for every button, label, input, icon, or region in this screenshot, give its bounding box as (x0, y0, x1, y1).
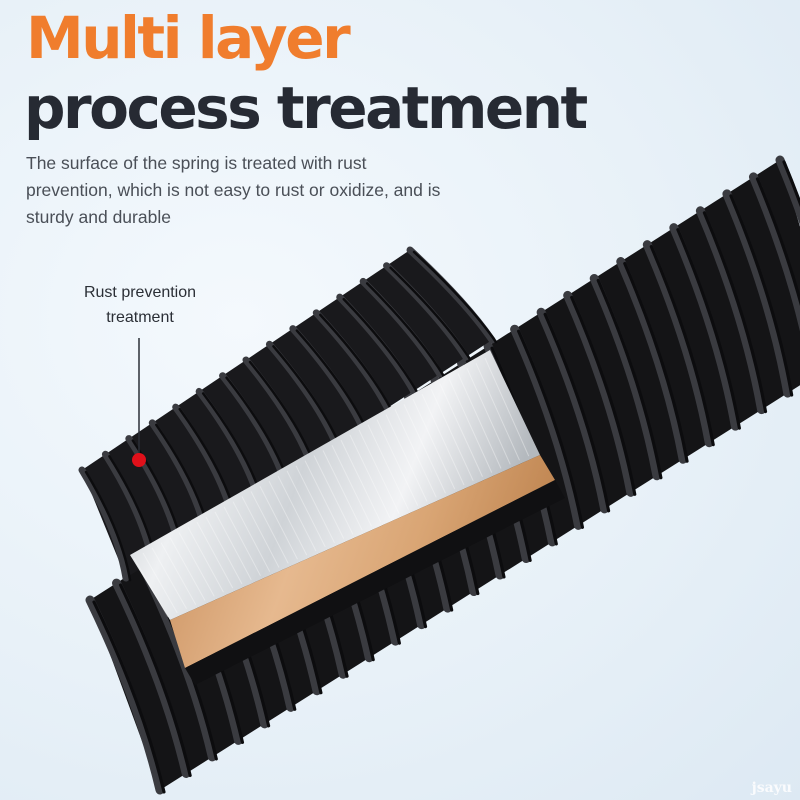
coil-ring (510, 324, 583, 530)
brush-streak (331, 445, 372, 527)
coil-ring-shadow (755, 177, 800, 307)
silver-layer (130, 350, 540, 620)
copper-layer (170, 455, 555, 668)
coil-ring (112, 578, 191, 778)
coil-ring (775, 155, 800, 226)
brush-streak (403, 404, 446, 494)
coil-ring-shadow (389, 266, 472, 361)
coil-ring (695, 206, 767, 415)
layer-cross-section (130, 350, 565, 685)
brush-streak (277, 475, 317, 552)
coil-ring-shadow (365, 282, 445, 378)
brush-streak (367, 424, 409, 510)
coil-ring (748, 172, 800, 332)
coil-ring-shadow (570, 295, 637, 496)
coil-ring (289, 325, 365, 429)
brush-streak (133, 557, 169, 618)
brush-streak (169, 537, 206, 601)
coil-ring-shadow (729, 194, 794, 397)
brush-streak (340, 439, 382, 523)
brush-streak (376, 419, 419, 506)
coil-ring (195, 387, 261, 497)
coil-ring (383, 262, 470, 361)
brush-streak (484, 357, 530, 457)
coil-ring-shadow (596, 278, 663, 480)
brush-streak (241, 496, 280, 568)
brush-streak (142, 552, 178, 614)
headline-line-1: Multi layer (26, 4, 351, 72)
coil-ring-shadow (319, 313, 393, 412)
brush-streak (430, 388, 474, 482)
brush-streak (196, 521, 234, 589)
brush-streak (214, 511, 252, 581)
coil-ring-shadow (517, 329, 585, 529)
brush-streak (259, 486, 298, 560)
coil-ring-shadow (295, 329, 367, 429)
brush-streak (295, 465, 335, 543)
brush-streak (412, 398, 456, 490)
brush-streak (349, 434, 391, 519)
coil-ring (78, 466, 130, 582)
coil-ring (642, 240, 714, 448)
coil-ring (85, 595, 165, 795)
coil-ring (536, 307, 610, 514)
coil-ring-shadow (623, 261, 689, 463)
brush-streak (160, 542, 197, 605)
coil-ring (359, 277, 444, 378)
coil-ring-shadow (412, 250, 498, 344)
coil-ring-shadow (248, 360, 315, 463)
coil-ring-shadow (649, 245, 715, 447)
brush-streak (457, 373, 502, 469)
brush-streak (322, 450, 363, 531)
brush-streak (313, 455, 354, 535)
coil-ring (669, 223, 740, 431)
brush-streak (385, 414, 428, 502)
coil-ring-shadow (543, 312, 611, 513)
brush-streak (223, 506, 261, 576)
coil-ring-shadow (342, 297, 419, 395)
brush-streak (187, 527, 224, 593)
coil-ring (589, 273, 662, 481)
brush-streak (394, 409, 437, 498)
description-text: The surface of the spring is treated wit… (26, 153, 441, 227)
coil-ring-shadow (676, 228, 741, 430)
watermark: jsayu (751, 780, 792, 796)
coil-ring (336, 293, 418, 395)
callout-label: Rust prevention treatment (83, 284, 197, 326)
brush-streak (250, 491, 289, 564)
brush-streak (286, 470, 326, 548)
brush-streak (304, 460, 345, 539)
coil-ring (406, 246, 496, 344)
inner-spring-coil (78, 246, 498, 582)
callout-marker (132, 453, 146, 467)
coil-ring (265, 340, 339, 446)
coil-ring-shadow (782, 160, 800, 208)
brush-streak (232, 501, 271, 572)
brush-streak (151, 547, 187, 609)
coil-ring (312, 309, 391, 412)
coil-ring-shadow (118, 583, 192, 778)
brush-streak (178, 532, 215, 597)
brush-streak (268, 480, 308, 556)
headline-line-2: process treatment (24, 74, 588, 142)
coil-ring (219, 372, 287, 480)
brush-streak (205, 516, 243, 585)
brush-streak (421, 393, 465, 486)
coil-ring-shadow (92, 600, 166, 794)
brush-streak (448, 378, 493, 473)
brush-streak (439, 383, 483, 477)
brush-streak (466, 368, 511, 465)
coil-ring-shadow (702, 211, 768, 414)
brush-streak (475, 363, 520, 461)
coil-ring (563, 290, 636, 497)
coil-ring-shadow (84, 470, 132, 582)
coil-ring (722, 189, 793, 398)
coil-ring-shadow (272, 345, 341, 446)
coil-ring (242, 356, 313, 463)
black-core-layer (185, 480, 565, 685)
coil-ring (616, 257, 688, 464)
brush-streak (358, 429, 400, 515)
